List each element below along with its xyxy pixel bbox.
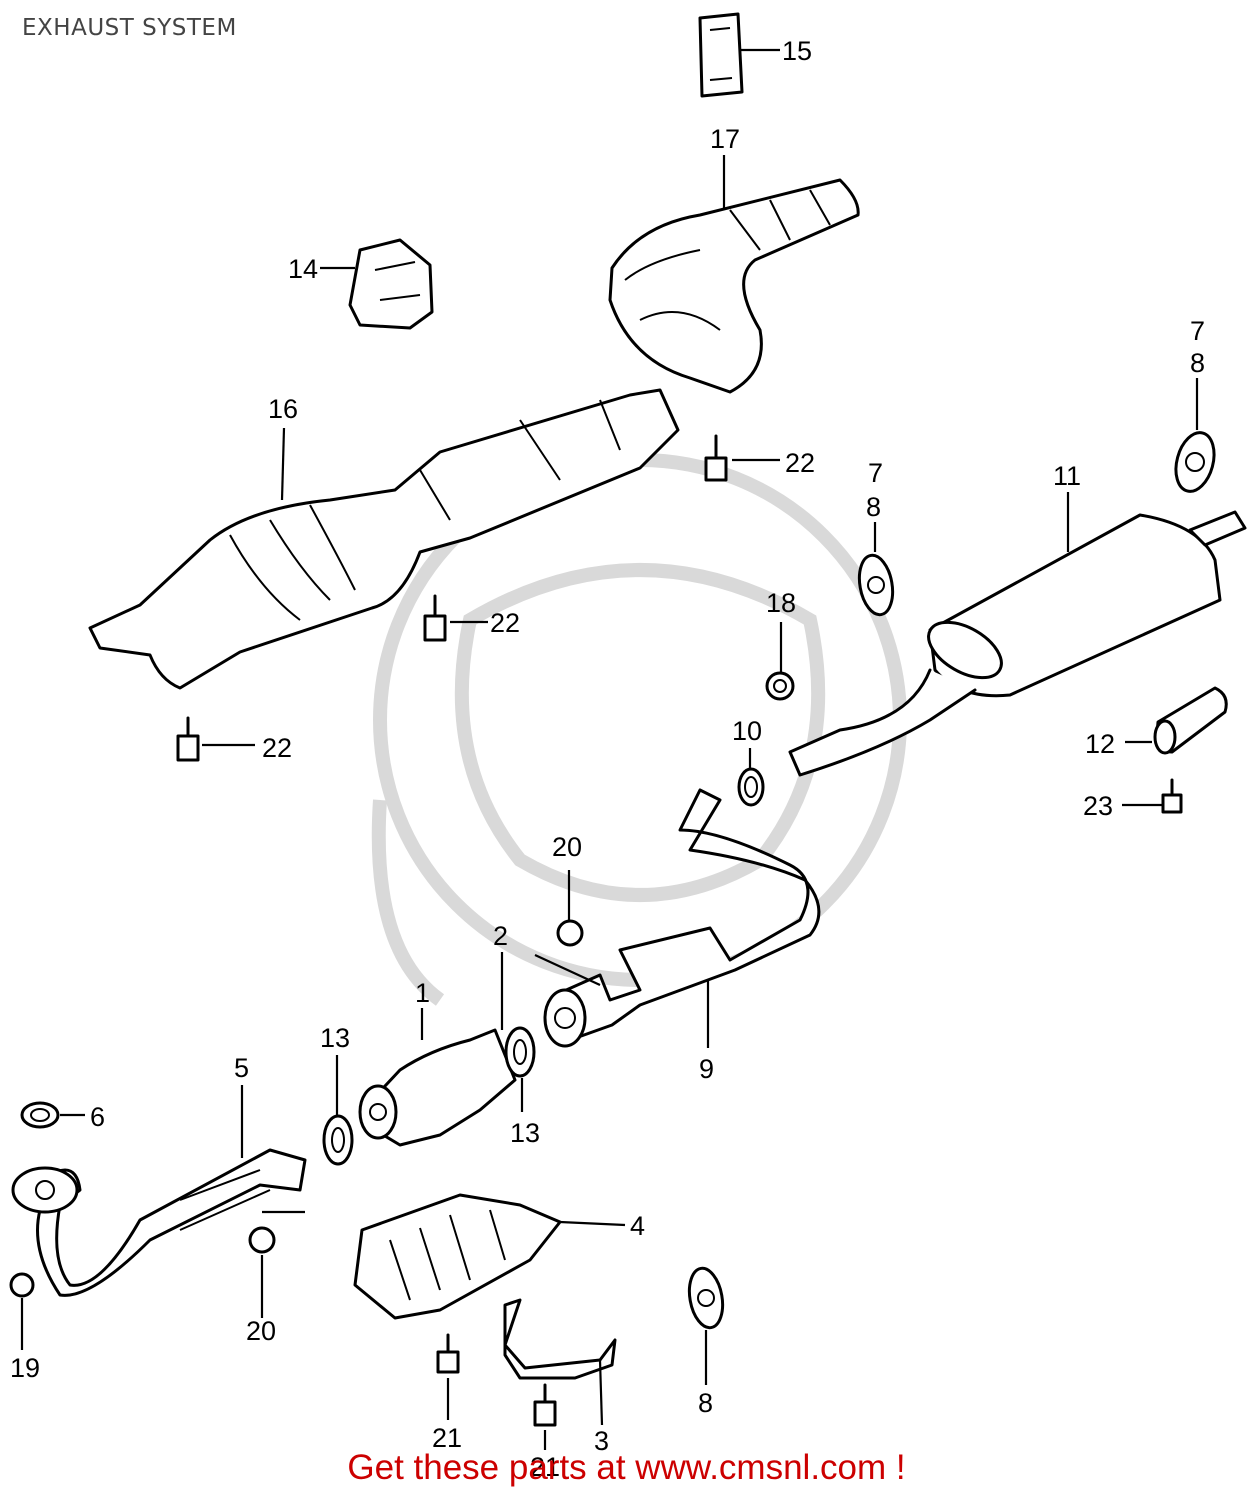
- part-4-heat-shield[interactable]: [353, 1193, 562, 1320]
- part-18-nut[interactable]: [765, 671, 795, 701]
- part-5-front-pipe[interactable]: [11, 1148, 307, 1297]
- part-17-heat-shield[interactable]: [608, 178, 860, 394]
- part-22-bolt-b[interactable]: [423, 594, 447, 642]
- callout-18: 18: [766, 588, 796, 618]
- callout-2: 2: [493, 921, 508, 951]
- part-1-catalytic-converter[interactable]: [358, 1028, 517, 1147]
- callout-labels: 15 17 14 16 22 22 22 7 8 7 8 11 18 10 12…: [10, 36, 1205, 1482]
- callout-14: 14: [288, 254, 318, 284]
- callout-22: 22: [262, 733, 292, 763]
- callout-11: 11: [1053, 461, 1081, 491]
- callout-19: 19: [10, 1353, 40, 1383]
- leader-lines: [20, 48, 1199, 1450]
- callout-1: 1: [415, 978, 430, 1008]
- part-20-nut-b[interactable]: [248, 1226, 276, 1254]
- callout-12: 12: [1085, 729, 1115, 759]
- part-3-bracket[interactable]: [503, 1298, 617, 1380]
- callout-8: 8: [866, 492, 881, 522]
- callout-5: 5: [234, 1053, 249, 1083]
- callout-7: 7: [868, 458, 883, 488]
- callout-15: 15: [782, 36, 812, 66]
- callout-22: 22: [785, 448, 815, 478]
- callout-7: 7: [1190, 316, 1205, 346]
- callout-13: 13: [510, 1118, 540, 1148]
- part-22-bolt-c[interactable]: [176, 716, 200, 762]
- part-8-rubber-hanger-a[interactable]: [1170, 428, 1220, 495]
- callout-4: 4: [630, 1211, 645, 1241]
- callout-8: 8: [698, 1388, 713, 1418]
- part-14-hanger[interactable]: [348, 238, 434, 330]
- part-16-heat-shield[interactable]: [88, 388, 680, 690]
- part-21-bolt-b[interactable]: [533, 1383, 557, 1427]
- callout-22: 22: [490, 608, 520, 638]
- part-13-gasket-a[interactable]: [322, 1114, 354, 1166]
- part-8-rubber-hanger-b[interactable]: [855, 553, 897, 618]
- part-6-gasket[interactable]: [20, 1101, 60, 1129]
- part-21-bolt-a[interactable]: [436, 1333, 460, 1374]
- part-11-muffler[interactable]: [788, 510, 1247, 777]
- part-8-rubber-hanger-c[interactable]: [685, 1266, 727, 1331]
- part-19-nut[interactable]: [9, 1272, 35, 1298]
- callout-21: 21: [432, 1423, 462, 1453]
- part-20-nut-a[interactable]: [556, 919, 584, 947]
- callout-3: 3: [594, 1426, 609, 1456]
- part-22-bolt-a[interactable]: [704, 434, 728, 482]
- part-10-gasket[interactable]: [737, 767, 765, 807]
- callout-6: 6: [90, 1102, 105, 1132]
- callout-17: 17: [710, 124, 740, 154]
- callout-23: 23: [1083, 791, 1113, 821]
- callout-9: 9: [699, 1054, 714, 1084]
- part-15-bracket[interactable]: [698, 12, 744, 98]
- callout-8: 8: [1190, 348, 1205, 378]
- callout-20: 20: [246, 1316, 276, 1346]
- part-12-tail-tip[interactable]: [1153, 686, 1228, 755]
- part-9-middle-pipe[interactable]: [543, 788, 821, 1048]
- promo-link[interactable]: Get these parts at www.cmsnl.com !: [347, 1448, 906, 1487]
- callout-16: 16: [268, 394, 298, 424]
- callout-21: 21: [530, 1452, 560, 1482]
- diagram-title: EXHAUST SYSTEM: [22, 15, 237, 41]
- callout-13: 13: [320, 1023, 350, 1053]
- part-13-gasket-b[interactable]: [504, 1026, 536, 1078]
- callout-20: 20: [552, 832, 582, 862]
- part-23-bolt[interactable]: [1161, 778, 1183, 814]
- callout-10: 10: [732, 716, 762, 746]
